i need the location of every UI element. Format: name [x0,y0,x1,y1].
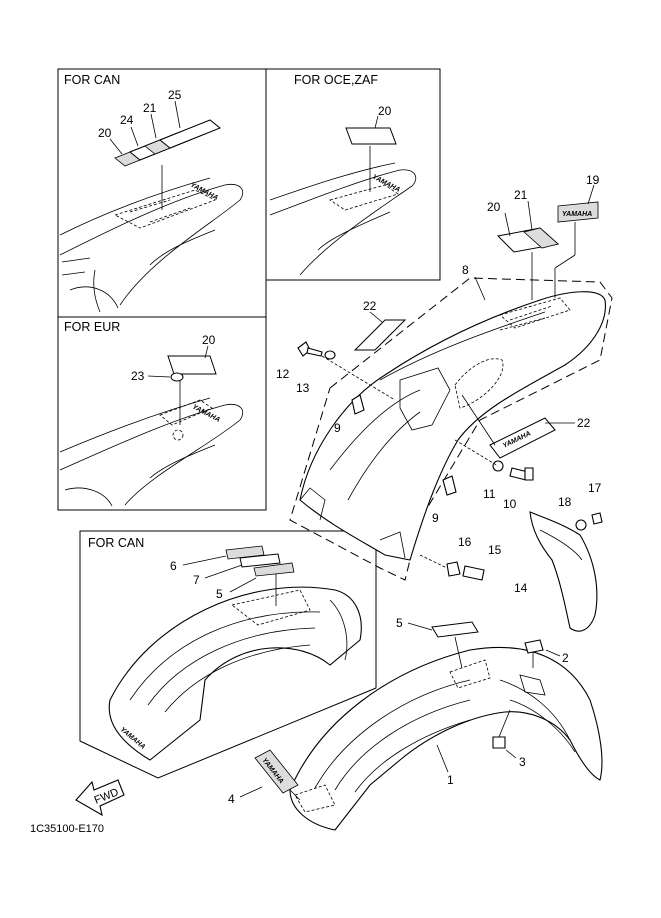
inset-title-eur: FOR EUR [64,320,120,334]
callout-25: 25 [168,88,182,102]
bolt-12 [297,341,323,357]
callout-5: 5 [216,587,223,601]
callout-21: 21 [514,188,528,202]
callout-1: 1 [447,773,454,787]
diagram-code: 1C35100-E170 [30,823,104,835]
callout-20: 20 [202,333,216,347]
inset-box-can-seat: FOR CAN YAMAHA [57,68,267,318]
callout-17: 17 [588,481,602,495]
nut-16 [446,561,461,577]
callout-10: 10 [503,497,517,511]
callout-14: 14 [514,581,528,595]
bolt-2 [524,639,544,668]
callout-19: 19 [586,173,600,187]
callout-11: 11 [483,487,496,501]
callout-7: 7 [193,573,200,587]
inset-title-can-seat: FOR CAN [64,73,120,87]
decal-19-logo: YAMAHA [562,211,592,218]
inset-box-can-fender: FOR CAN YAMAHA [79,530,377,779]
callout-20: 20 [378,104,392,118]
callout-2: 2 [562,651,569,665]
washer-13 [324,350,336,360]
callout-9: 9 [432,511,439,525]
callout-22: 22 [577,416,591,430]
inset-title-can-fender: FOR CAN [88,536,144,550]
bolt-3 [492,709,511,749]
callout-8: 8 [462,263,469,277]
callout-18: 18 [558,495,572,509]
callout-labels: 25 21 24 20 20 20 23 19 21 20 8 22 12 13… [98,88,602,806]
callout-21: 21 [143,101,157,115]
callout-4: 4 [228,792,235,806]
callout-3: 3 [519,755,526,769]
callout-6: 6 [170,559,177,573]
callout-13: 13 [296,381,310,395]
callout-24: 24 [120,113,134,127]
bolt-17 [591,512,603,525]
callout-20: 20 [98,126,112,140]
inset-box-oce-zaf-seat: FOR OCE,ZAF YAMAHA [265,68,441,281]
inset-title-oce-zaf: FOR OCE,ZAF [294,73,378,87]
inset-box-eur-seat: FOR EUR YAMAHA [57,316,267,511]
bolt-10 [509,467,534,481]
callout-23: 23 [131,369,145,383]
callout-16: 16 [458,535,472,549]
callout-20: 20 [487,200,501,214]
forward-direction-arrow: FWD [75,779,125,817]
callout-22: 22 [363,299,377,313]
callout-12: 12 [276,367,290,381]
callout-5: 5 [396,616,403,630]
mud-flap-14 [529,511,603,632]
bolt-15 [462,565,485,581]
washer-18 [575,519,587,531]
front-fender-1: YAMAHA [239,621,603,831]
callout-9: 9 [334,421,341,435]
rear-fender-assembly: YAMAHA YAMAHA [289,184,613,581]
callout-15: 15 [488,543,502,557]
